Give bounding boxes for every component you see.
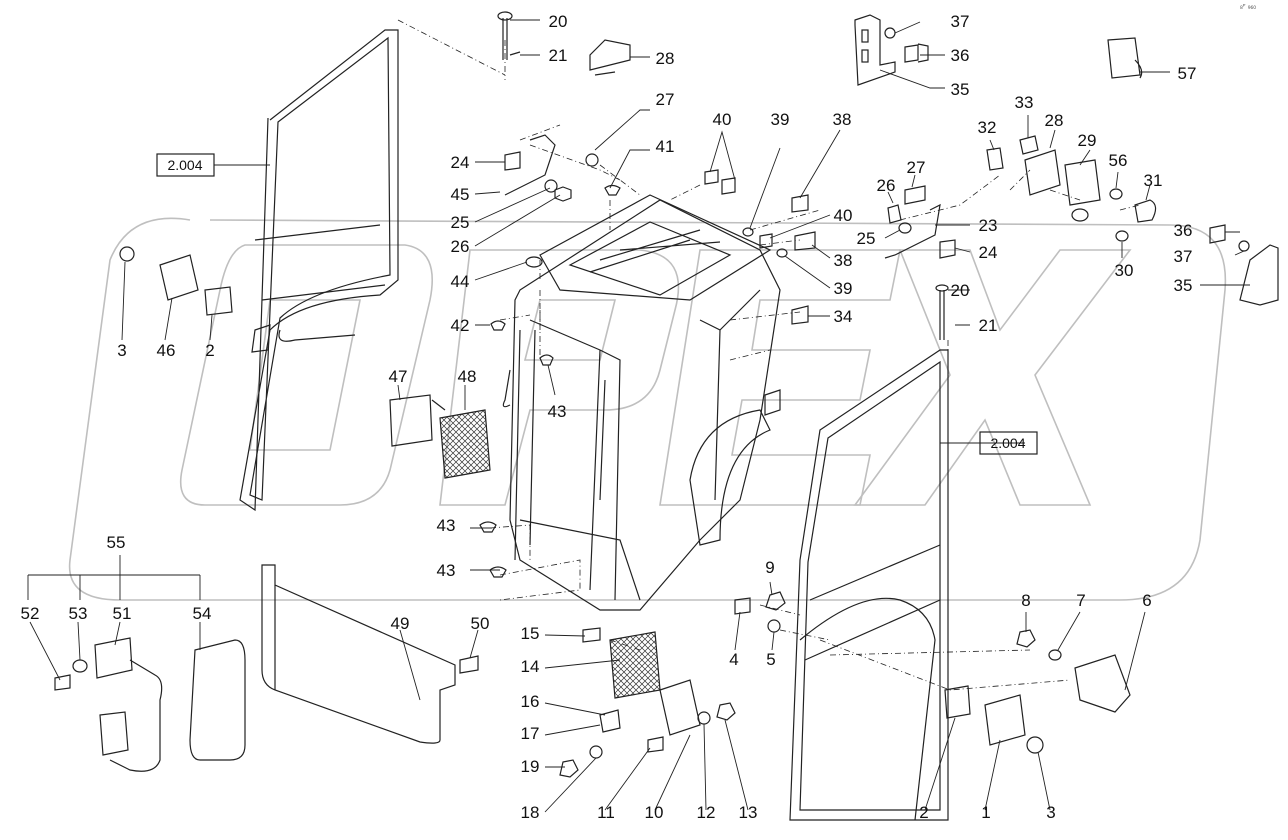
callout-27: 27 (907, 158, 926, 177)
callout-16: 16 (521, 692, 540, 711)
callout-43: 43 (548, 402, 567, 421)
callout-43: 43 (437, 516, 456, 535)
callout-2: 2 (919, 803, 928, 822)
callout-3: 3 (117, 341, 126, 360)
callout-27: 27 (656, 90, 675, 109)
callout-36: 36 (1174, 221, 1193, 240)
callout-26: 26 (451, 237, 470, 256)
corner-mark: ₈ᴾ ₉₆₀ (1240, 3, 1256, 11)
callout-45: 45 (451, 185, 470, 204)
callout-33: 33 (1015, 93, 1034, 112)
callout-35: 35 (1174, 276, 1193, 295)
callout-37: 37 (1174, 247, 1193, 266)
callout-29: 29 (1078, 131, 1097, 150)
callout-39: 39 (771, 110, 790, 129)
callout-13: 13 (739, 803, 758, 822)
callout-52: 52 (21, 604, 40, 623)
callout-21: 21 (549, 46, 568, 65)
callout-40: 40 (834, 206, 853, 225)
ref-box-left-label: 2.004 (167, 157, 202, 173)
leader-lines (27, 19, 1250, 813)
callout-50: 50 (471, 614, 490, 633)
callout-24: 24 (451, 153, 470, 172)
callout-48: 48 (458, 367, 477, 386)
callout-37: 37 (951, 12, 970, 31)
callout-55: 55 (107, 533, 126, 552)
assembly-dash-lines (397, 19, 1141, 691)
callout-4: 4 (729, 650, 738, 669)
callout-1: 1 (981, 803, 990, 822)
callout-8: 8 (1021, 591, 1030, 610)
callout-19: 19 (521, 757, 540, 776)
callout-30: 30 (1115, 261, 1134, 280)
callout-5: 5 (766, 650, 775, 669)
callout-25: 25 (451, 213, 470, 232)
ref-box-right (979, 431, 1038, 455)
callout-40: 40 (713, 110, 732, 129)
watermark-logo (68, 217, 1227, 601)
callout-24: 24 (979, 243, 998, 262)
callout-56: 56 (1109, 151, 1128, 170)
callout-49: 49 (391, 614, 410, 633)
callout-15: 15 (521, 624, 540, 643)
callout-17: 17 (521, 724, 540, 743)
callout-53: 53 (69, 604, 88, 623)
callout-20: 20 (951, 281, 970, 300)
callout-9: 9 (765, 558, 774, 577)
callout-41: 41 (656, 137, 675, 156)
callout-38: 38 (834, 251, 853, 270)
callout-21: 21 (979, 316, 998, 335)
callout-10: 10 (645, 803, 664, 822)
cab-body (502, 194, 781, 611)
callout-36: 36 (951, 46, 970, 65)
callout-14: 14 (521, 657, 540, 676)
callout-6: 6 (1142, 591, 1151, 610)
callout-39: 39 (834, 279, 853, 298)
callout-35: 35 (951, 80, 970, 99)
callout-47: 47 (389, 367, 408, 386)
callout-44: 44 (451, 272, 470, 291)
right-door (789, 349, 949, 821)
callout-2: 2 (205, 341, 214, 360)
ref-box-left (156, 153, 215, 177)
callout-57: 57 (1178, 64, 1197, 83)
callout-28: 28 (656, 49, 675, 68)
ref-box-right-label: 2.004 (990, 435, 1025, 451)
hardware-parts (54, 11, 1279, 778)
callout-26: 26 (877, 176, 896, 195)
callout-28: 28 (1045, 111, 1064, 130)
left-door (239, 29, 399, 512)
callout-18: 18 (521, 803, 540, 822)
callout-7: 7 (1076, 591, 1085, 610)
reference-boxes: 2.004 2.004 (156, 153, 1038, 455)
callout-20: 20 (549, 12, 568, 31)
callout-34: 34 (834, 307, 853, 326)
callout-12: 12 (697, 803, 716, 822)
callout-32: 32 (978, 118, 997, 137)
callout-11: 11 (597, 803, 615, 822)
callout-23: 23 (979, 216, 998, 235)
callout-51: 51 (113, 604, 132, 623)
callout-38: 38 (833, 110, 852, 129)
callout-54: 54 (193, 604, 212, 623)
callout-25: 25 (857, 229, 876, 248)
callout-46: 46 (157, 341, 176, 360)
callout-31: 31 (1144, 171, 1163, 190)
callout-3: 3 (1046, 803, 1055, 822)
callout-43: 43 (437, 561, 456, 580)
callout-42: 42 (451, 316, 470, 335)
